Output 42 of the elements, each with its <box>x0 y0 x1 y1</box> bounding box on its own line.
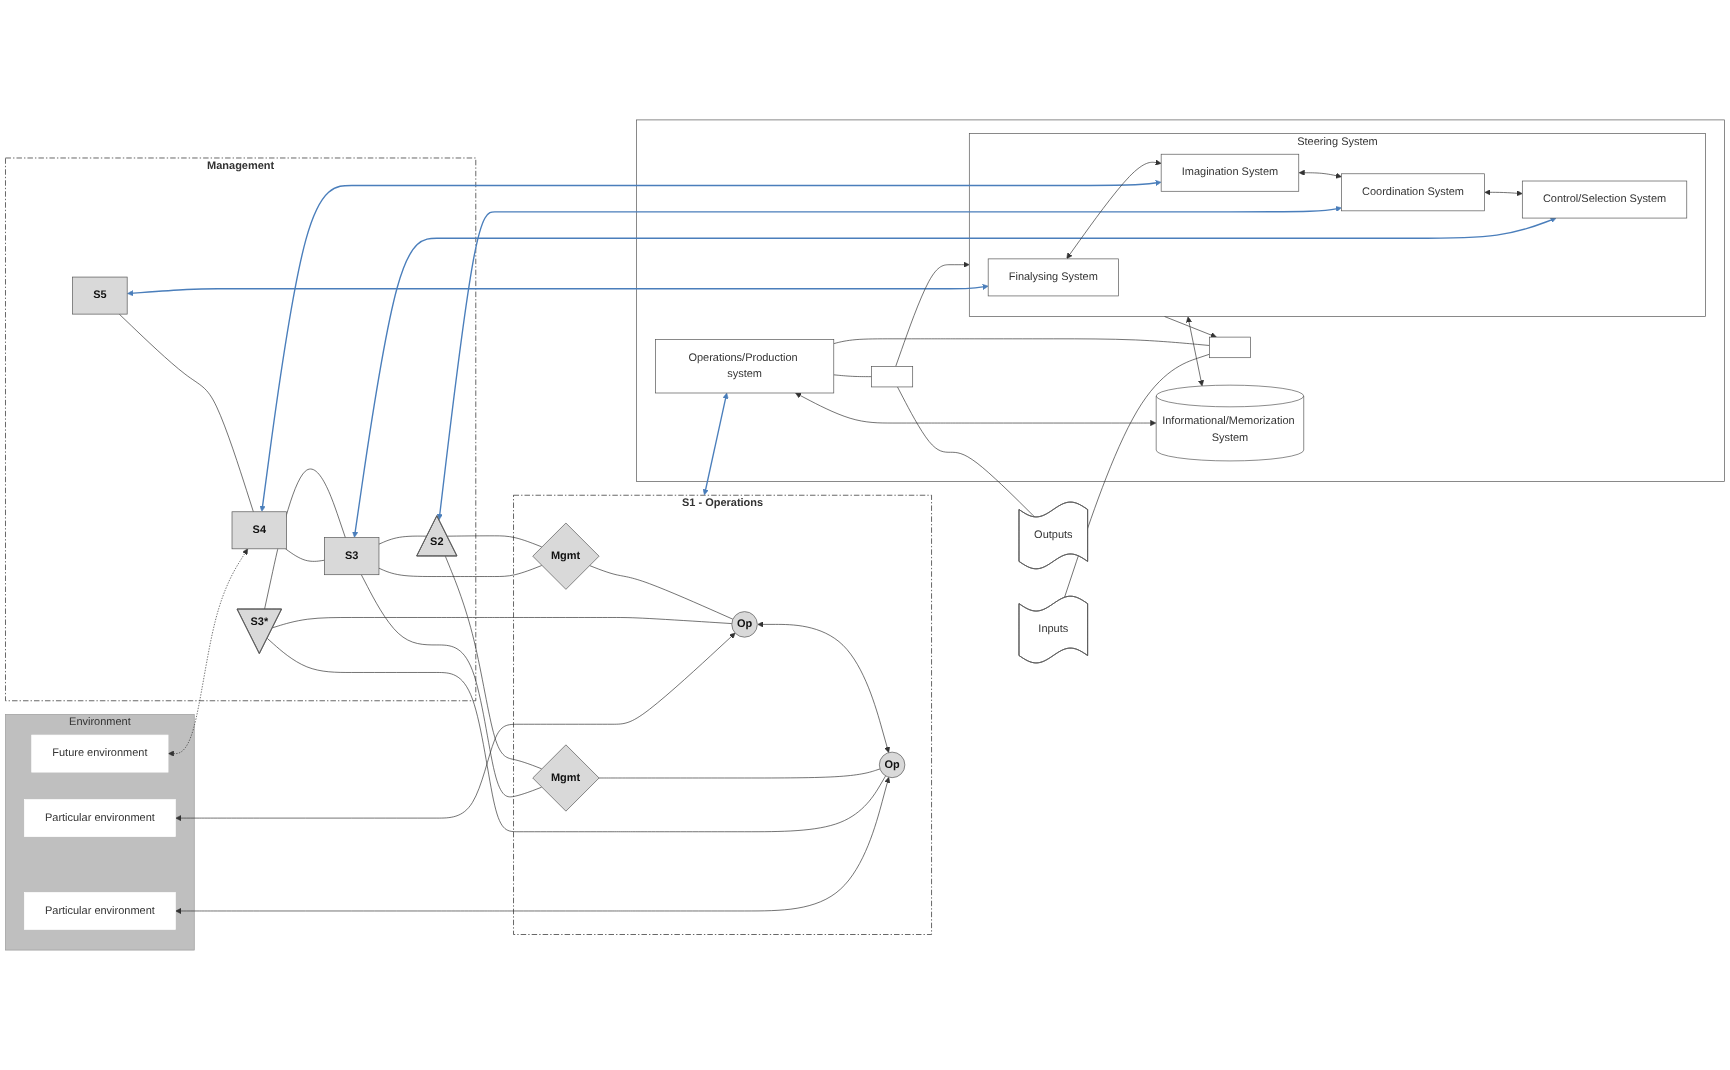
connector <box>833 374 872 377</box>
arrow <box>127 283 989 297</box>
arrow <box>702 392 729 496</box>
connector <box>272 617 733 629</box>
node-box <box>1341 173 1485 212</box>
arrow <box>436 206 1342 520</box>
cluster <box>5 157 477 702</box>
connector <box>833 338 1210 346</box>
node-circle <box>731 611 758 638</box>
connector <box>897 386 1036 518</box>
node-box <box>231 511 287 550</box>
node-box <box>1160 153 1300 192</box>
node-box <box>1521 180 1688 219</box>
node-box <box>655 339 835 394</box>
cluster <box>968 133 1706 317</box>
node-box <box>31 734 169 773</box>
node-diamond <box>532 744 600 812</box>
cluster <box>5 714 195 951</box>
connector <box>378 535 428 545</box>
connector <box>285 548 325 562</box>
cluster <box>636 119 1725 482</box>
node-circle <box>879 751 906 778</box>
node-box <box>987 258 1119 297</box>
node-box <box>72 276 128 315</box>
node-diamond <box>532 522 600 590</box>
node-box <box>1209 336 1251 359</box>
cluster <box>513 494 932 935</box>
node-box <box>324 537 380 576</box>
connector <box>378 565 543 577</box>
connector <box>446 535 543 548</box>
node-box <box>871 366 914 388</box>
arrow <box>352 217 1557 538</box>
connector <box>360 574 542 798</box>
node-box <box>24 799 176 837</box>
arrow <box>259 179 1162 512</box>
connector <box>598 768 881 779</box>
connector <box>445 555 542 770</box>
connector <box>118 313 254 513</box>
connector <box>267 638 886 833</box>
node-box <box>24 892 176 930</box>
connector <box>589 565 734 620</box>
connector <box>1064 353 1210 599</box>
